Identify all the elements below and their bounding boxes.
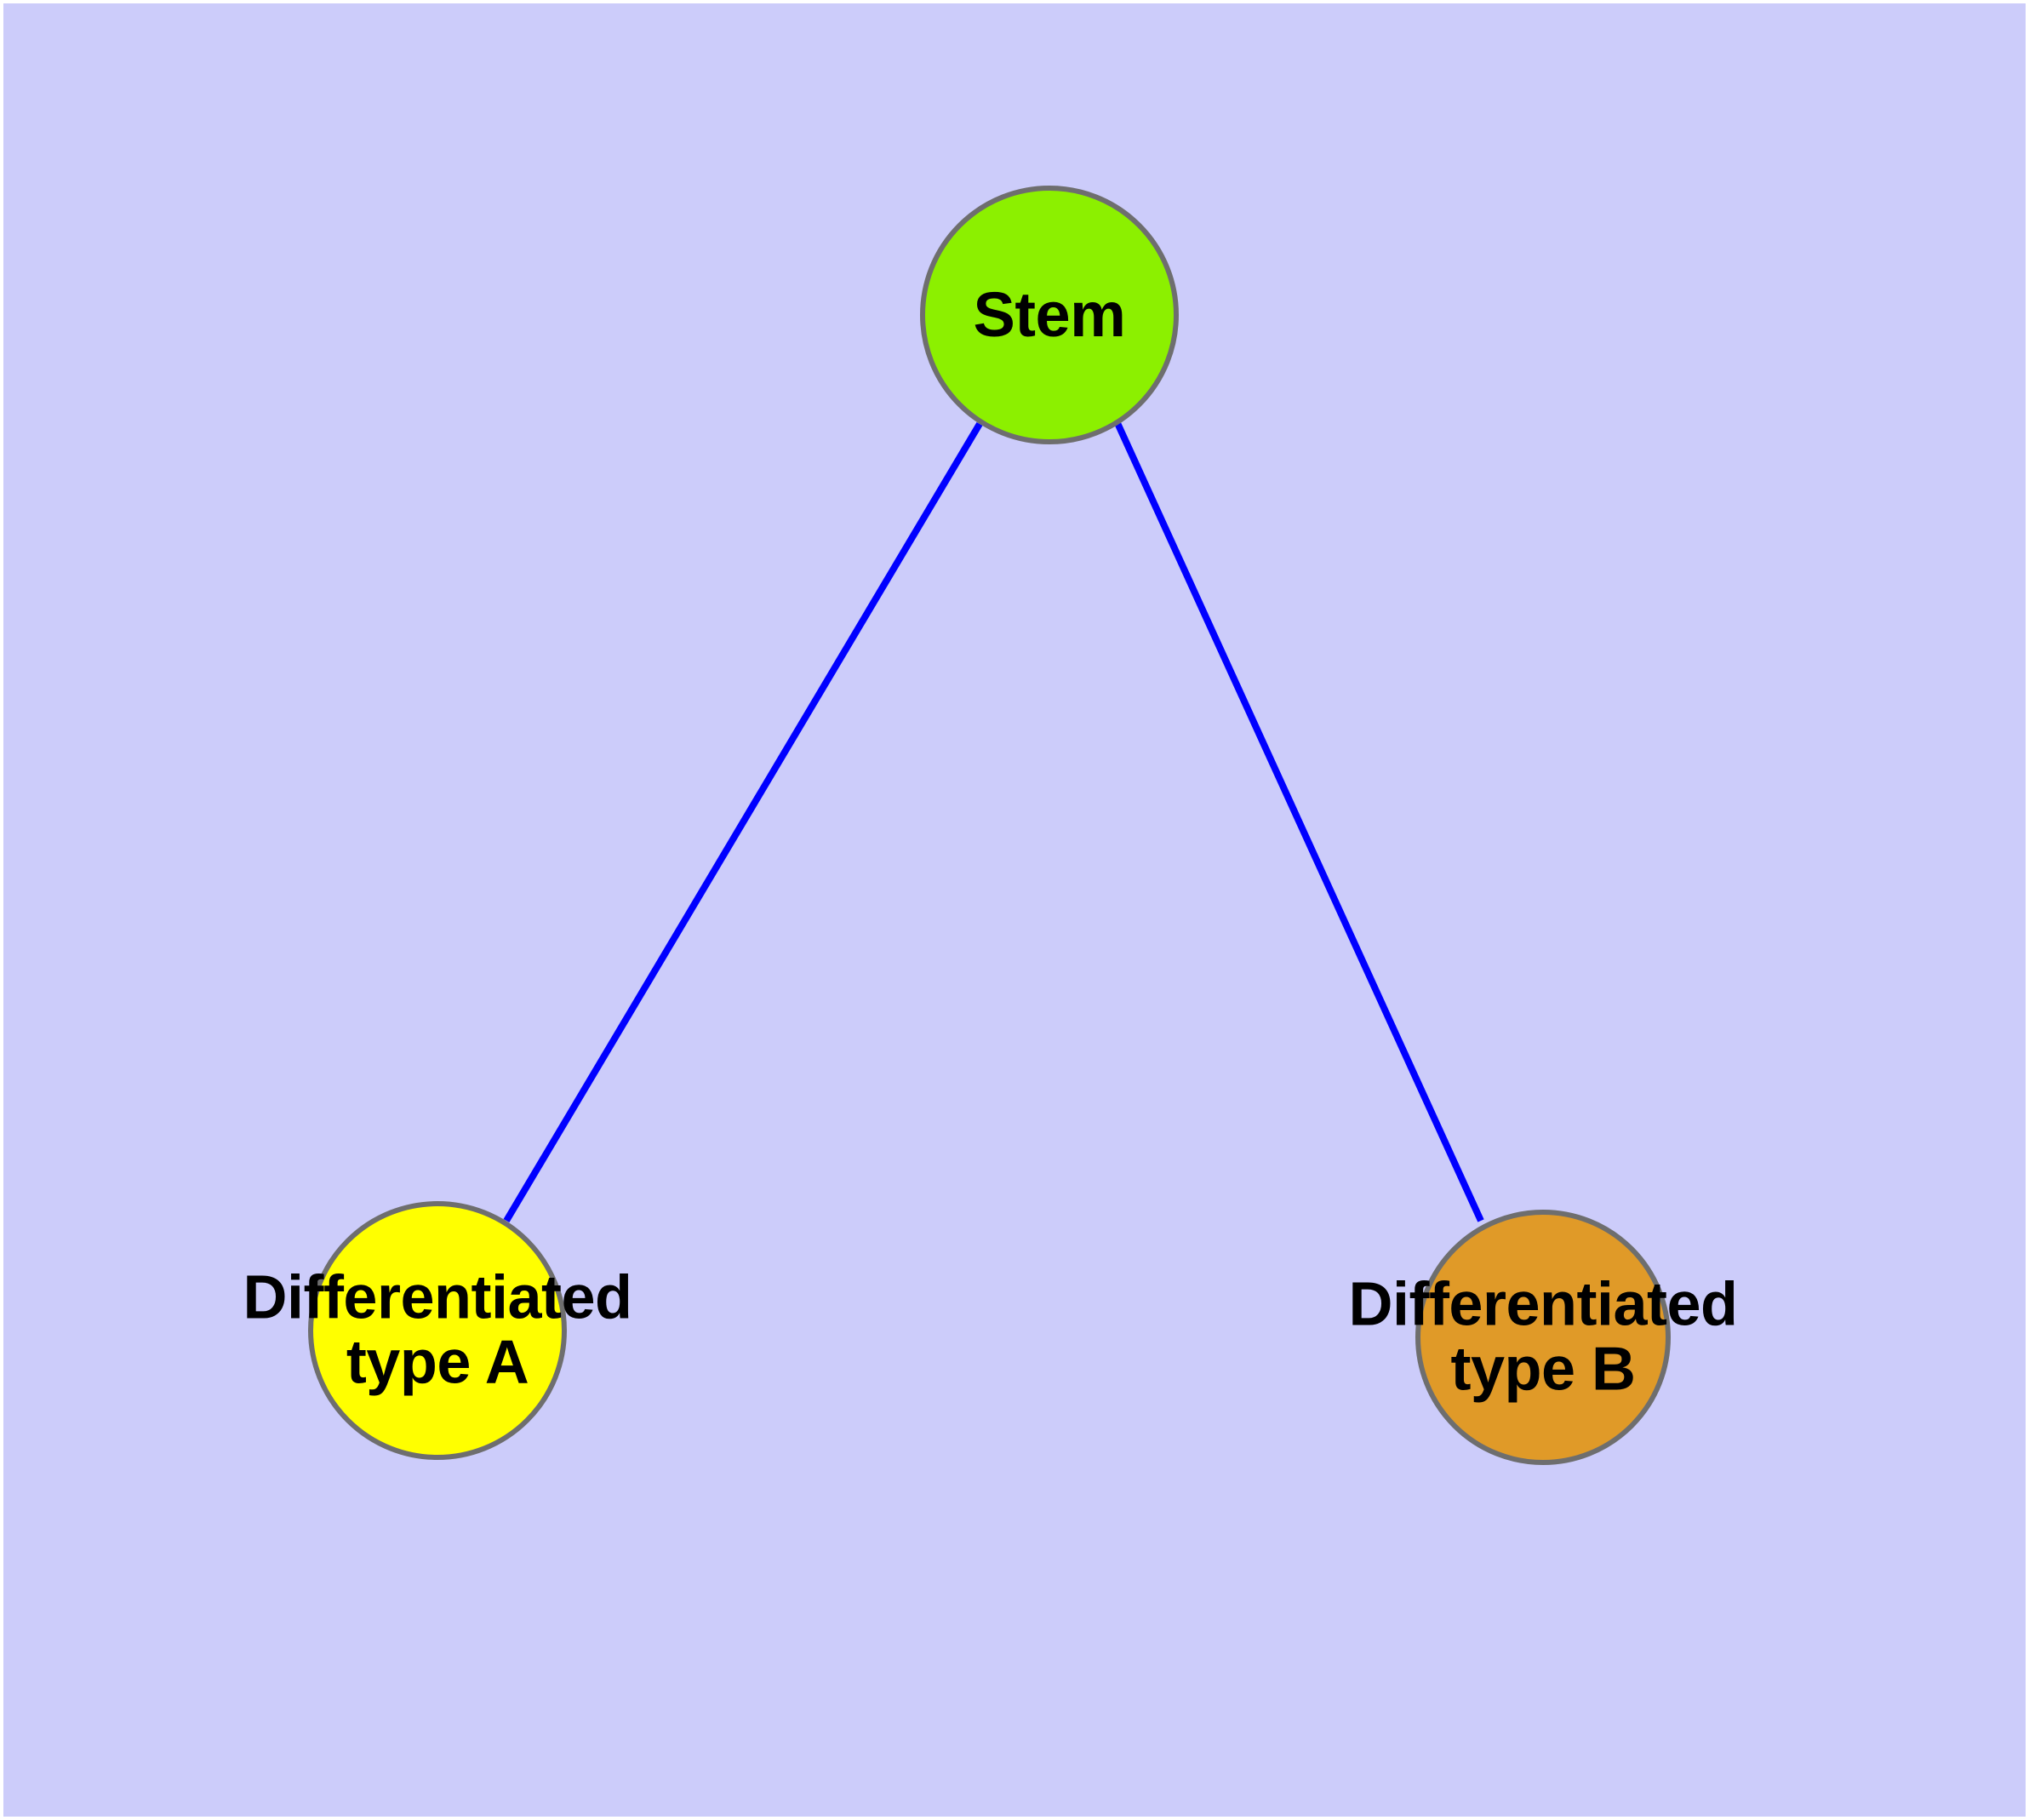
node-layer <box>308 186 1671 1465</box>
diagram-canvas: Stem Differentiated type A Differentiate… <box>3 3 2026 1817</box>
node-circle-differentiated-type-b[interactable] <box>1415 1210 1671 1465</box>
edge-layer <box>503 421 1484 1223</box>
edge-stem-to-differentiated-type-a <box>503 421 983 1223</box>
edge-stem-to-differentiated-type-b <box>1114 421 1484 1222</box>
node-circle-stem[interactable] <box>920 186 1179 444</box>
node-circle-differentiated-type-a[interactable] <box>308 1201 567 1460</box>
graph-canvas <box>308 186 1671 1465</box>
